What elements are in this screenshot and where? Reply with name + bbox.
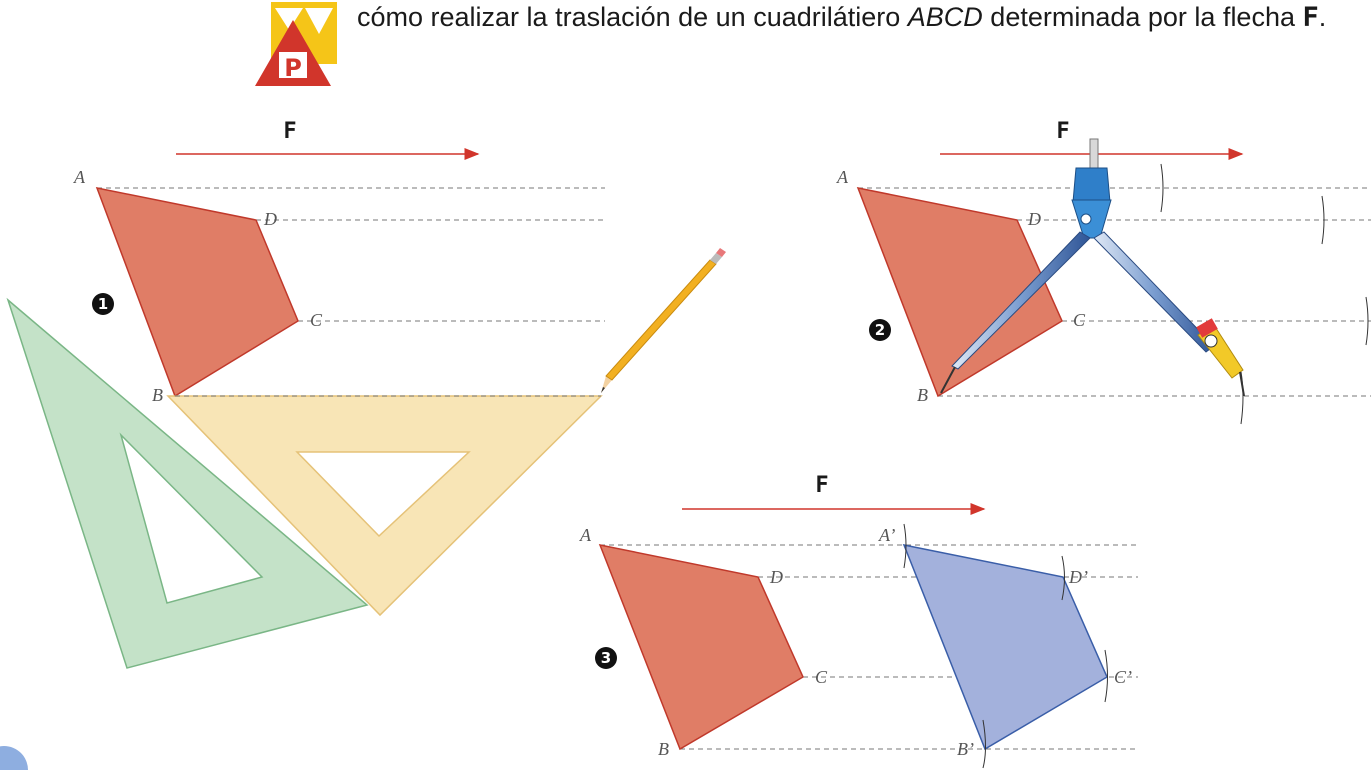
step-badge bbox=[869, 319, 891, 341]
pencil-icon bbox=[601, 248, 726, 393]
panel-3-vertex-B-prime: B’ bbox=[957, 739, 974, 759]
panel-3-vertex-A: A bbox=[579, 525, 592, 545]
panel-1-vertex-C: C bbox=[310, 310, 323, 330]
instruction-part-2: determinada por la flecha bbox=[982, 2, 1303, 32]
step-badge bbox=[595, 647, 617, 669]
compass-arc bbox=[1365, 296, 1369, 346]
panel-2-vertex-D: D bbox=[1027, 209, 1041, 229]
panel-1: F A D C B 1 bbox=[6, 119, 726, 669]
zp-logo-icon: P bbox=[255, 2, 337, 86]
panel-3-vertex-D-prime: D’ bbox=[1068, 567, 1088, 587]
panel-2-vertex-B: B bbox=[917, 385, 928, 405]
quadrilateral-name: ABCD bbox=[907, 2, 983, 32]
instruction-text: cómo realizar la traslación de un cuadri… bbox=[357, 2, 1326, 33]
panel-2: F A D C B 2 bbox=[836, 119, 1371, 425]
panel-3-vertex-A-prime: A’ bbox=[878, 525, 895, 545]
panel-1-vertex-D: D bbox=[263, 209, 277, 229]
compass-arc bbox=[1160, 163, 1164, 213]
panel-3-vertex-B: B bbox=[658, 739, 669, 759]
panel-1-arrow-label: F bbox=[283, 119, 296, 144]
panel-2-vertex-A: A bbox=[836, 167, 849, 187]
compass-arc bbox=[903, 523, 907, 569]
panel-3-vertex-C-prime: C’ bbox=[1114, 667, 1132, 687]
logo-letter: P bbox=[284, 54, 302, 82]
compass-arc bbox=[1104, 649, 1108, 703]
panel-1-vertex-A: A bbox=[73, 167, 86, 187]
panel-3-step-number: 3 bbox=[601, 649, 611, 667]
page-tab bbox=[0, 746, 28, 770]
step-badge bbox=[92, 293, 114, 315]
compass-arc bbox=[982, 719, 986, 769]
panel-2-quadrilateral bbox=[856, 186, 1063, 398]
compass-arc bbox=[1321, 195, 1325, 245]
panel-3-arrow-label: F bbox=[815, 473, 828, 498]
panel-1-step-number: 1 bbox=[98, 295, 108, 313]
panel-2-arrow-label: F bbox=[1056, 119, 1069, 144]
set-square-icon bbox=[6, 297, 369, 669]
panel-1-quadrilateral bbox=[95, 186, 299, 398]
compass-icon bbox=[940, 138, 1245, 397]
panel-3-original-quadrilateral bbox=[598, 543, 804, 751]
panel-2-vertex-C: C bbox=[1073, 310, 1086, 330]
instruction-end: . bbox=[1318, 2, 1327, 32]
panel-1-vertex-B: B bbox=[152, 385, 163, 405]
instruction-part-1: cómo realizar la traslación de un cuadri… bbox=[357, 2, 908, 32]
panel-3-vertex-D: D bbox=[769, 567, 783, 587]
panel-3: F A D C B A’ D’ C’ B’ 3 bbox=[579, 473, 1138, 769]
compass-arc bbox=[1061, 555, 1065, 601]
panel-3-vertex-C: C bbox=[815, 667, 828, 687]
panel-2-step-number: 2 bbox=[875, 321, 885, 339]
vector-name: F bbox=[1302, 2, 1319, 33]
